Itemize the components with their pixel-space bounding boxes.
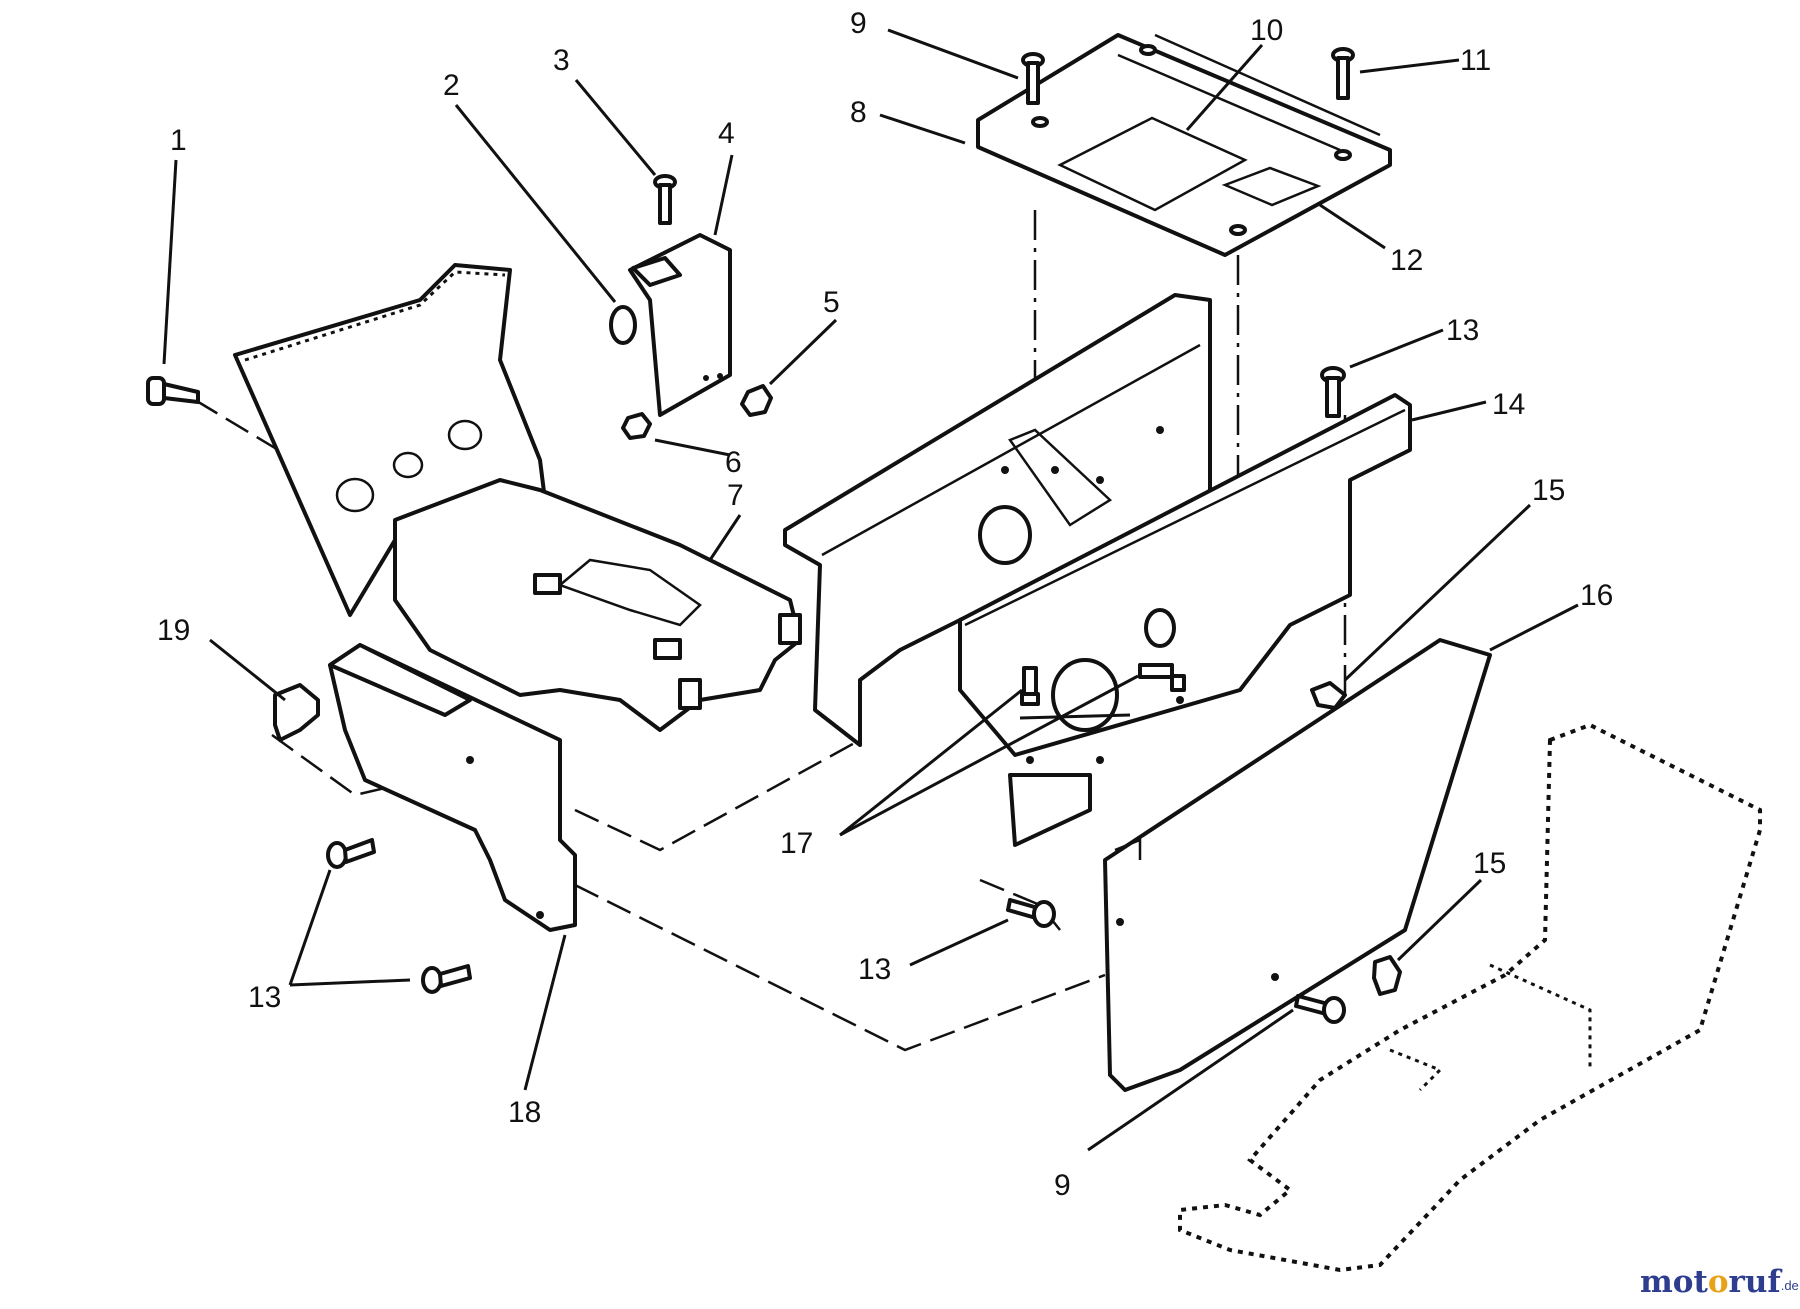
callout-18: 18 xyxy=(508,1096,541,1129)
center-frame xyxy=(783,293,1212,747)
callout-9: 9 xyxy=(850,7,867,40)
clip-icon xyxy=(1372,955,1402,996)
callout-5: 5 xyxy=(823,286,840,319)
svg-text:motoruf.de: motoruf.de xyxy=(1640,1264,1799,1300)
callout-10: 10 xyxy=(1250,14,1283,47)
left-frame xyxy=(233,263,802,732)
side-panel xyxy=(1103,638,1492,1092)
callout-13-lower-mid: 13 xyxy=(858,953,891,986)
callout-15-lower: 15 xyxy=(1473,847,1506,880)
callout-8: 8 xyxy=(850,96,867,129)
screw-icon xyxy=(326,838,376,869)
callout-6: 6 xyxy=(725,446,742,479)
clip-icon xyxy=(1310,681,1347,710)
right-frame-bracket xyxy=(958,393,1412,847)
screw-icon xyxy=(1331,47,1355,100)
left-side-panel xyxy=(328,643,577,932)
screw-icon xyxy=(1006,898,1056,928)
callout-4: 4 xyxy=(718,117,735,150)
bracket xyxy=(628,233,732,417)
callout-17: 17 xyxy=(780,827,813,860)
callout-15: 15 xyxy=(1532,474,1565,507)
callout-13-lower-left: 13 xyxy=(248,981,281,1014)
callout-1: 1 xyxy=(170,124,187,157)
screw-icon xyxy=(653,174,677,225)
bolt-icon xyxy=(1020,666,1040,706)
clip xyxy=(273,683,320,742)
leader-lines xyxy=(162,28,1579,1152)
callout-19: 19 xyxy=(157,614,190,647)
nut-icon xyxy=(740,384,773,417)
screw-icon xyxy=(1320,366,1346,418)
nut-icon xyxy=(621,412,652,440)
callout-9-lower: 9 xyxy=(1054,1169,1071,1202)
seat-pan-outline xyxy=(1178,722,1762,1273)
watermark-logo: motoruf.de xyxy=(1640,1264,1799,1300)
callout-16: 16 xyxy=(1580,579,1613,612)
fasteners xyxy=(146,47,1402,1024)
callout-3: 3 xyxy=(553,44,570,77)
washer-icon xyxy=(609,305,637,345)
callout-7: 7 xyxy=(727,479,744,512)
callouts: 1 2 3 4 5 6 7 8 9 10 11 12 13 14 15 16 1… xyxy=(157,7,1613,1202)
bolt-icon xyxy=(146,376,200,406)
screw-icon xyxy=(421,964,472,994)
callout-11: 11 xyxy=(1460,44,1491,77)
callout-13: 13 xyxy=(1446,314,1479,347)
callout-2: 2 xyxy=(443,69,460,102)
callout-14: 14 xyxy=(1492,388,1525,421)
screw-icon xyxy=(1021,52,1045,105)
screw-icon xyxy=(1294,994,1346,1024)
top-cover-plate xyxy=(976,33,1392,257)
bolt-icon xyxy=(1138,663,1186,692)
callout-12: 12 xyxy=(1390,244,1423,277)
